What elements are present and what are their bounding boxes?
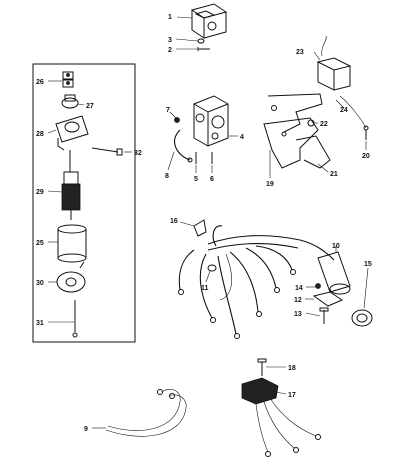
part-16-clip xyxy=(193,219,207,237)
callout-28: 28 xyxy=(36,131,44,138)
part-28-end-cap xyxy=(55,115,89,151)
callout-25: 25 xyxy=(36,240,44,247)
callout-4: 4 xyxy=(240,134,244,141)
callout-5: 5 xyxy=(194,176,198,183)
part-8-ground-strap xyxy=(174,129,193,163)
part-13-screw xyxy=(319,307,329,324)
callout-7: 7 xyxy=(166,107,170,114)
callout-21: 21 xyxy=(330,171,338,178)
callout-30: 30 xyxy=(36,280,44,287)
part-10-wiring-harness xyxy=(178,225,351,339)
part-18-screw xyxy=(257,358,267,376)
part-4-solenoid-mount xyxy=(193,95,229,147)
part-30-drive-end-cap xyxy=(56,261,86,293)
part-9-cable xyxy=(105,389,187,437)
leader-lines xyxy=(47,16,369,429)
part-2-screw xyxy=(197,47,210,51)
wire-lead xyxy=(339,95,367,129)
part-23-relay xyxy=(316,35,352,91)
callout-11: 11 xyxy=(201,285,209,292)
part-21-bracket xyxy=(295,135,331,169)
callout-13: 13 xyxy=(294,311,302,318)
callout-15: 15 xyxy=(364,261,372,268)
part-7-nut xyxy=(174,117,180,123)
part-31-bolt xyxy=(72,300,78,338)
callout-3: 3 xyxy=(168,37,172,44)
callout-12: 12 xyxy=(294,297,302,304)
callout-31: 31 xyxy=(36,320,44,327)
callout-10: 10 xyxy=(332,243,340,250)
part-20-screw xyxy=(363,125,369,140)
callout-6: 6 xyxy=(210,176,214,183)
part-17-rectifier xyxy=(241,377,321,457)
part-11-terminal xyxy=(207,264,217,272)
callout-labels: 1 2 3 4 5 6 7 8 9 10 11 12 13 14 15 16 1… xyxy=(36,14,372,433)
callout-14: 14 xyxy=(295,285,303,292)
part-27-brush-holder xyxy=(61,94,79,109)
callout-2: 2 xyxy=(168,47,172,54)
callout-19: 19 xyxy=(266,181,274,188)
callout-16: 16 xyxy=(170,218,178,225)
callout-17: 17 xyxy=(288,392,296,399)
callout-20: 20 xyxy=(362,153,370,160)
part-12-clamp xyxy=(312,291,344,307)
part-25-field-frame xyxy=(57,224,87,263)
callout-29: 29 xyxy=(36,189,44,196)
callout-23: 23 xyxy=(296,49,304,56)
callout-32: 32 xyxy=(134,150,142,157)
callout-1: 1 xyxy=(168,14,172,21)
callout-8: 8 xyxy=(165,173,169,180)
part-32-through-bolt xyxy=(91,147,123,156)
part-24-bracket xyxy=(267,93,323,133)
starter-assembly-frame xyxy=(32,63,136,343)
part-1-solenoid-box xyxy=(190,3,228,39)
part-15-boot xyxy=(351,309,373,327)
part-14-nut xyxy=(315,283,321,289)
callout-26: 26 xyxy=(36,79,44,86)
callout-24: 24 xyxy=(340,107,348,114)
part-26-brush-kit xyxy=(62,71,74,88)
callout-9: 9 xyxy=(84,426,88,433)
part-3-washer xyxy=(197,38,205,44)
callout-27: 27 xyxy=(86,103,94,110)
part-29-armature xyxy=(61,150,81,220)
callout-22: 22 xyxy=(320,121,328,128)
callout-18: 18 xyxy=(288,365,296,372)
